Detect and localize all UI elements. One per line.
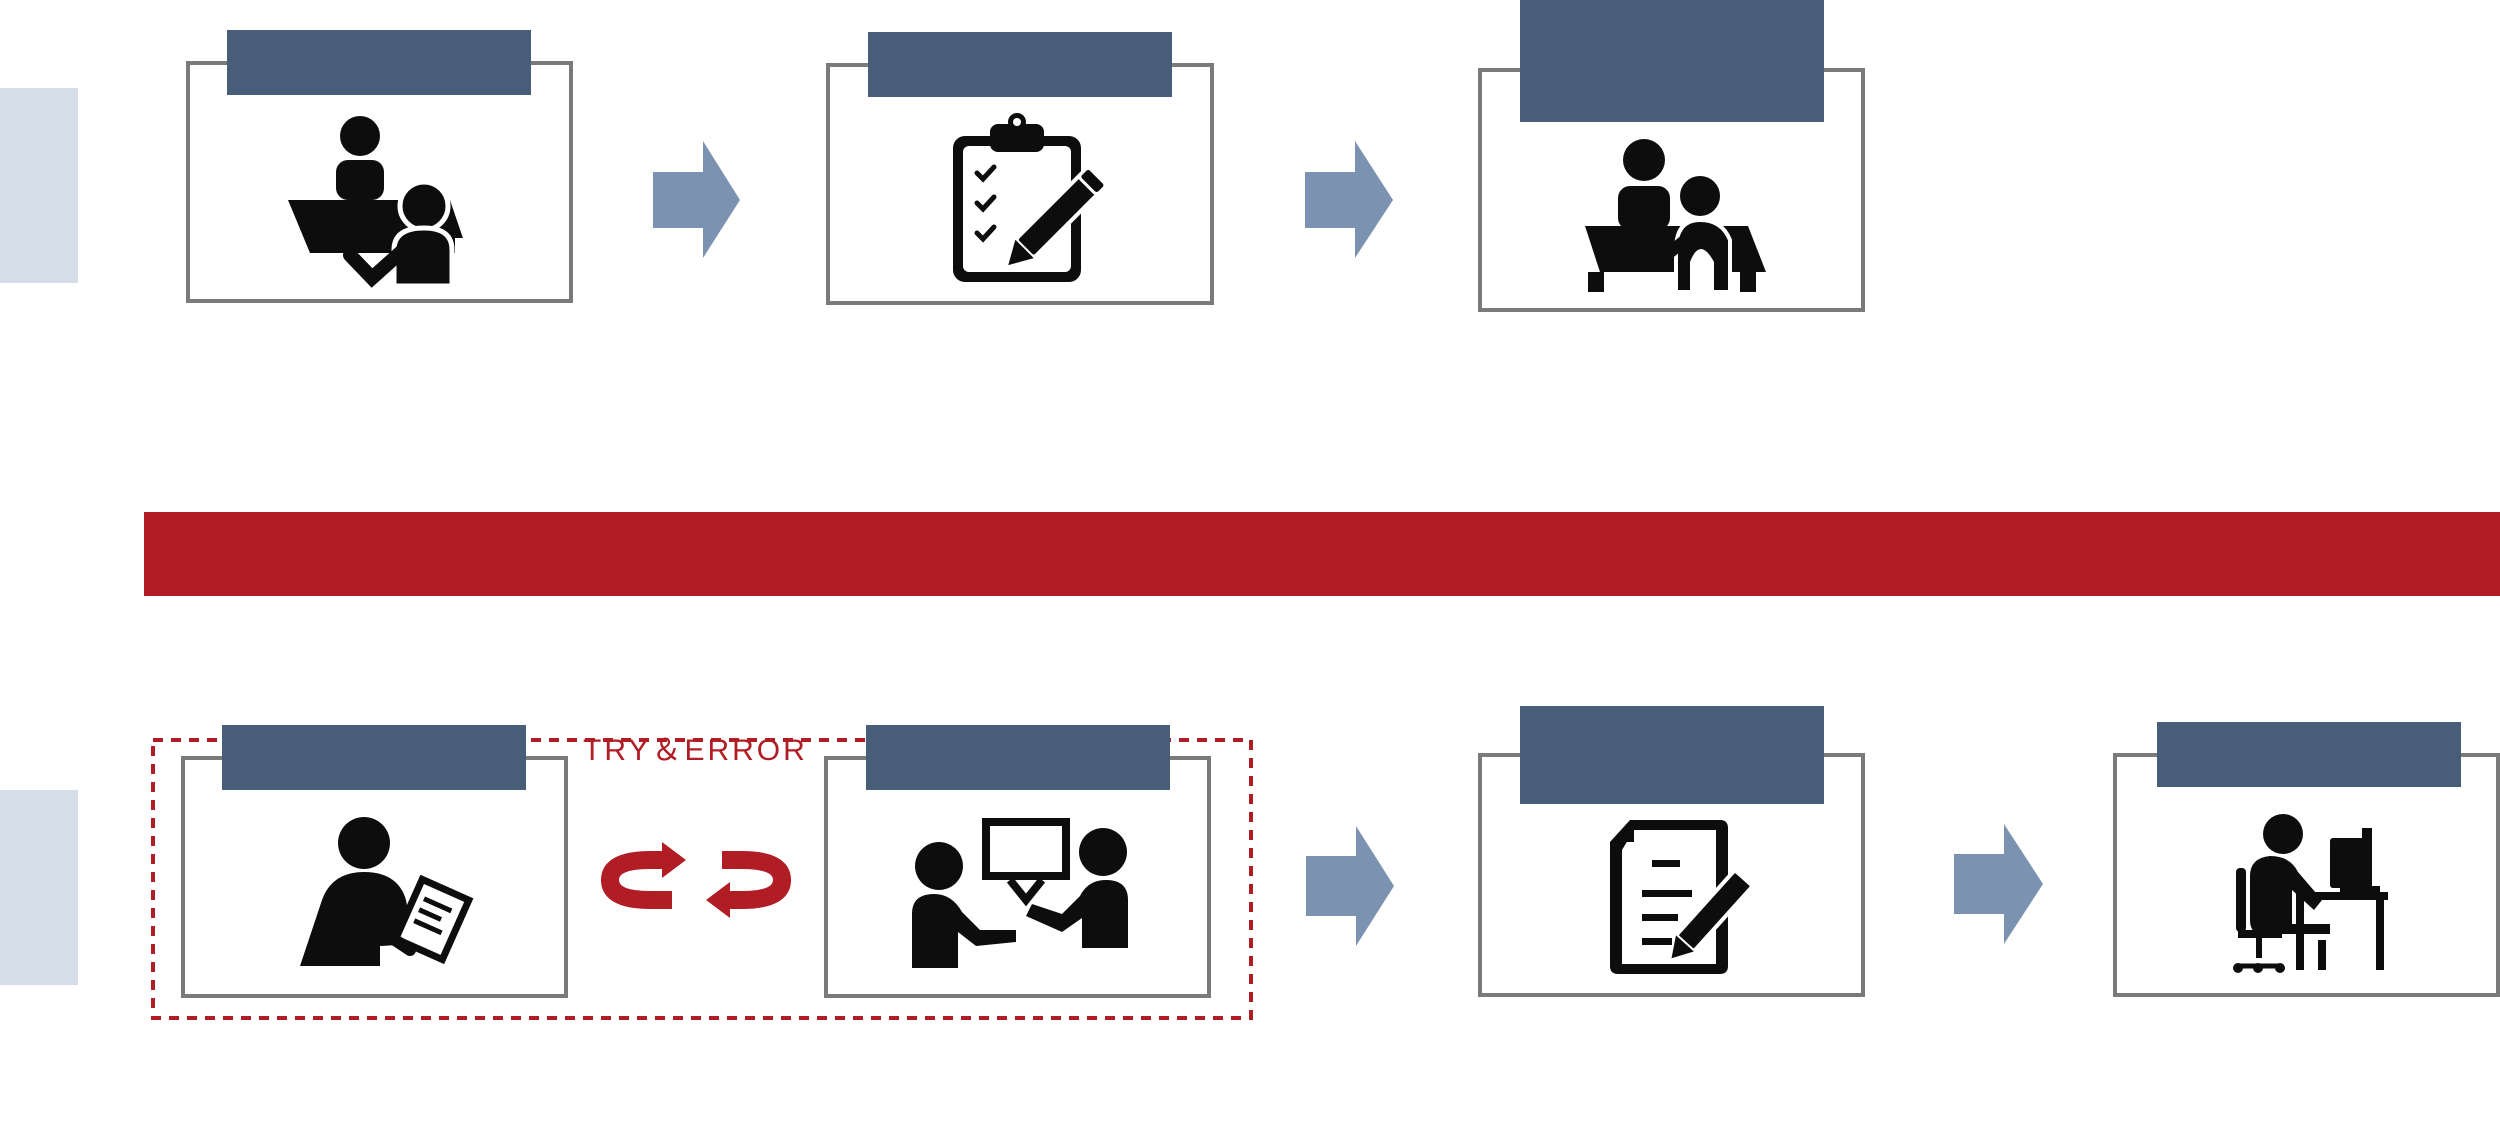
section-banner — [144, 512, 2500, 596]
step-box-4 — [181, 725, 568, 998]
cycle-arrows-icon — [600, 842, 792, 918]
step-box-3 — [1478, 0, 1865, 312]
step-box-2 — [826, 32, 1214, 305]
presentation-discussion-icon — [912, 818, 1128, 968]
side-tab-top — [0, 88, 78, 283]
right-arrow-icon — [1305, 141, 1393, 258]
side-tab-bottom — [0, 790, 78, 985]
consultation-icon — [288, 116, 471, 289]
person-at-computer-icon — [2233, 814, 2388, 973]
meeting-icon — [1585, 139, 1766, 294]
document-edit-icon — [1610, 820, 1754, 974]
step-header-4 — [222, 725, 526, 790]
person-writing-icon — [300, 817, 474, 966]
right-arrow-icon — [653, 141, 740, 258]
step-box-5 — [824, 725, 1211, 998]
step-box-1 — [186, 30, 573, 303]
step-header-2 — [868, 32, 1172, 97]
step-header-7 — [2157, 722, 2461, 787]
step-box-6 — [1478, 706, 1865, 997]
step-header-1 — [227, 30, 531, 95]
step-header-5 — [866, 725, 1170, 790]
try-error-group-outline — [151, 738, 1253, 1020]
clipboard-checklist-icon — [953, 113, 1107, 282]
right-arrow-icon — [1306, 826, 1394, 946]
try-error-label: TRY＆ERROR — [583, 734, 808, 767]
step-header-3 — [1520, 0, 1824, 122]
right-arrow-icon — [1954, 824, 2043, 944]
step-box-7 — [2113, 722, 2500, 997]
step-header-6 — [1520, 706, 1824, 804]
